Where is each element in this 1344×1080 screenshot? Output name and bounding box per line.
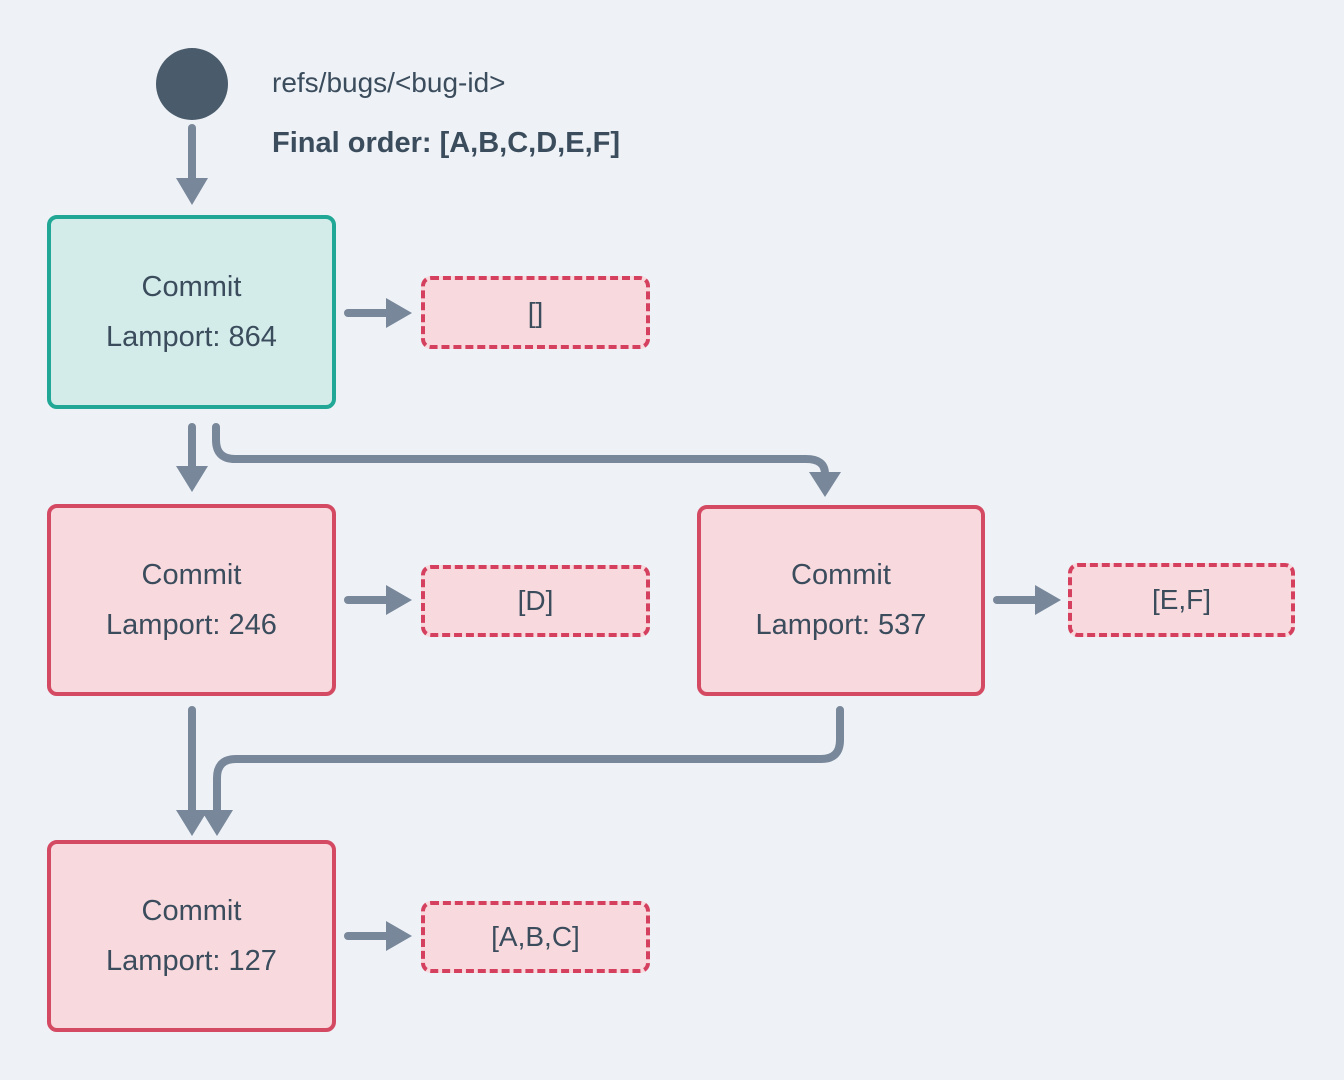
commit-node-127: Commit Lamport: 127 <box>47 840 336 1032</box>
commit-lamport: Lamport: 864 <box>106 320 277 353</box>
arrowhead-root-to-ops <box>386 298 412 328</box>
commit-title: Commit <box>141 558 242 591</box>
commit-title: Commit <box>791 559 891 591</box>
arrowhead-root-to-left <box>176 466 208 492</box>
arrowhead-left-to-merge <box>176 810 208 836</box>
commit-title: Commit <box>141 270 242 303</box>
arrowhead-ref-to-root <box>176 178 208 205</box>
ops-box-d: [D] <box>421 565 650 637</box>
commit-title: Commit <box>141 894 242 927</box>
commit-lamport: Lamport: 127 <box>106 944 277 977</box>
ops-box-abc: [A,B,C] <box>421 901 650 973</box>
ref-label: refs/bugs/<bug-id> <box>272 67 506 98</box>
ops-box-empty: [] <box>421 276 650 349</box>
final-order-label: Final order: [A,B,C,D,E,F] <box>272 127 620 159</box>
ref-head-circle <box>156 48 228 120</box>
arrowhead-right-to-merge <box>201 810 233 836</box>
arrowhead-merge-to-ops <box>386 921 412 951</box>
edge-root-to-right <box>212 423 829 478</box>
edge-right-to-merge <box>213 706 844 816</box>
arrowhead-right-to-ops <box>1035 585 1061 615</box>
commit-node-246: Commit Lamport: 246 <box>47 504 336 696</box>
ops-box-ef: [E,F] <box>1068 563 1295 637</box>
commit-lamport: Lamport: 537 <box>755 609 927 641</box>
commit-lamport: Lamport: 246 <box>106 608 277 641</box>
commit-node-537: Commit Lamport: 537 <box>697 505 985 696</box>
arrowhead-left-to-ops <box>386 585 412 615</box>
arrowhead-root-to-right <box>809 472 841 497</box>
commit-node-864: Commit Lamport: 864 <box>47 215 336 409</box>
